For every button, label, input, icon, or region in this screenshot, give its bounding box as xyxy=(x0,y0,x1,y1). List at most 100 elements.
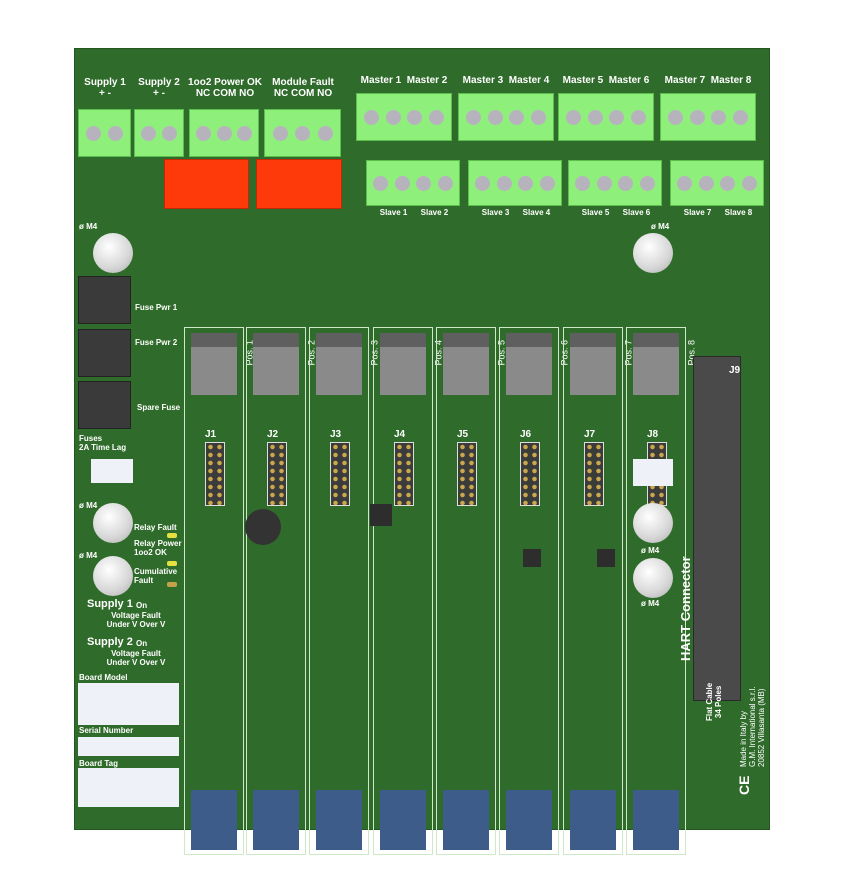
fuse-pwr2-label: Fuse Pwr 2 xyxy=(135,338,178,347)
master-terminal xyxy=(458,93,554,141)
slot-relay xyxy=(253,333,299,395)
mounting-hole xyxy=(93,556,133,596)
slave-labels: Slave 1 Slave 2 xyxy=(379,208,449,217)
board-model-label: Board Model xyxy=(79,673,128,682)
slot-connector xyxy=(191,790,237,850)
mounting-hole xyxy=(633,503,673,543)
master-labels: Master 3 Master 4 xyxy=(462,75,550,86)
slot-header xyxy=(584,442,604,506)
slot-relay xyxy=(443,333,489,395)
slot-connector xyxy=(380,790,426,850)
module-slot[interactable]: Pos. 2 J2 xyxy=(246,327,317,855)
mounting-hole xyxy=(93,503,133,543)
supply1-terminal xyxy=(78,109,131,157)
slot-header xyxy=(394,442,414,506)
slot-j-label: J5 xyxy=(457,429,469,440)
slot-header xyxy=(267,442,287,506)
slot-header xyxy=(457,442,477,506)
spare-fuse-label: Spare Fuse xyxy=(137,403,181,412)
slot-relay xyxy=(570,333,616,395)
slave-terminal xyxy=(670,160,764,206)
serial-number-field xyxy=(78,737,179,756)
slot-j-label: J7 xyxy=(584,429,596,440)
slot-relay xyxy=(380,333,426,395)
ic-chip xyxy=(370,504,392,526)
slot-relay xyxy=(633,333,679,395)
slave-labels: Slave 3 Slave 4 xyxy=(481,208,551,217)
slot-relay xyxy=(506,333,552,395)
master-labels: Master 7 Master 8 xyxy=(664,75,752,86)
m4-label: ø M4 xyxy=(641,546,660,555)
relay-power-led xyxy=(167,561,177,566)
slot-connector xyxy=(570,790,616,850)
slot-j-label: J2 xyxy=(267,429,279,440)
m4-label: ø M4 xyxy=(79,551,98,560)
module-slot[interactable]: Pos. 3 J3 xyxy=(309,327,380,855)
on-label: On xyxy=(136,639,148,648)
module-fault-terminal xyxy=(264,109,341,157)
supply1-status-label: Supply 1 xyxy=(87,598,133,610)
mounting-hole xyxy=(633,558,673,598)
slot-connector xyxy=(443,790,489,850)
slot-connector xyxy=(316,790,362,850)
slave-terminal xyxy=(468,160,562,206)
slot-relay xyxy=(191,333,237,395)
m4-label: ø M4 xyxy=(79,222,98,231)
module-slot[interactable]: Pos. 4 J4 xyxy=(373,327,444,855)
slot-j-label: J6 xyxy=(520,429,532,440)
module-slot[interactable]: Pos. 8 J8 xyxy=(626,327,697,855)
module-slot[interactable]: Pos. 5 J5 xyxy=(436,327,507,855)
board-model-field xyxy=(78,683,179,725)
mounting-hole xyxy=(633,233,673,273)
relay-fault-label: Relay Fault xyxy=(134,523,177,532)
white-pad xyxy=(633,459,673,486)
supply1-label: Supply 1+ - xyxy=(84,77,126,99)
slot-relay xyxy=(316,333,362,395)
serial-number-label: Serial Number xyxy=(79,726,134,735)
fuse-holder xyxy=(78,381,131,429)
ic-chip xyxy=(523,549,541,567)
relay-power-ok xyxy=(164,159,249,209)
ce-mark: CE xyxy=(736,775,752,795)
cumulative-fault-label: Cumulative Fault xyxy=(134,567,178,585)
module-slot[interactable]: Pos. 1 J1 xyxy=(184,327,255,855)
master-terminal xyxy=(558,93,654,141)
module-slot[interactable]: Pos. 6 J6 xyxy=(499,327,570,855)
slave-labels: Slave 5 Slave 6 xyxy=(581,208,651,217)
slave-terminal xyxy=(366,160,460,206)
slot-j-label: J8 xyxy=(647,429,659,440)
fuse-holder xyxy=(78,276,131,324)
master-terminal xyxy=(660,93,756,141)
slot-header xyxy=(520,442,540,506)
slave-terminal xyxy=(568,160,662,206)
cumulative-fault-led xyxy=(167,582,177,587)
slot-j-label: J1 xyxy=(205,429,217,440)
slot-connector xyxy=(253,790,299,850)
slot-header xyxy=(330,442,350,506)
slot-header xyxy=(205,442,225,506)
supply2-status-label: Supply 2 xyxy=(87,636,133,648)
on-label: On xyxy=(136,601,148,610)
ic-chip xyxy=(597,549,615,567)
white-pad xyxy=(91,459,133,483)
j9-label: J9 xyxy=(729,365,741,376)
power-ok-terminal xyxy=(189,109,259,157)
relay-power-label: Relay Power 1oo2 OK xyxy=(134,539,182,557)
m4-label: ø M4 xyxy=(79,501,98,510)
module-slot[interactable]: Pos. 7 J7 xyxy=(563,327,634,855)
fuse-pwr1-label: Fuse Pwr 1 xyxy=(135,303,178,312)
board-tag-field xyxy=(78,768,179,807)
board-tag-label: Board Tag xyxy=(79,759,118,768)
hart-title: HART Connector xyxy=(678,556,693,661)
supply2-terminal xyxy=(134,109,184,157)
relay-fault-led xyxy=(167,533,177,538)
supply2-label: Supply 2+ - xyxy=(138,77,180,99)
inductor xyxy=(245,509,281,545)
